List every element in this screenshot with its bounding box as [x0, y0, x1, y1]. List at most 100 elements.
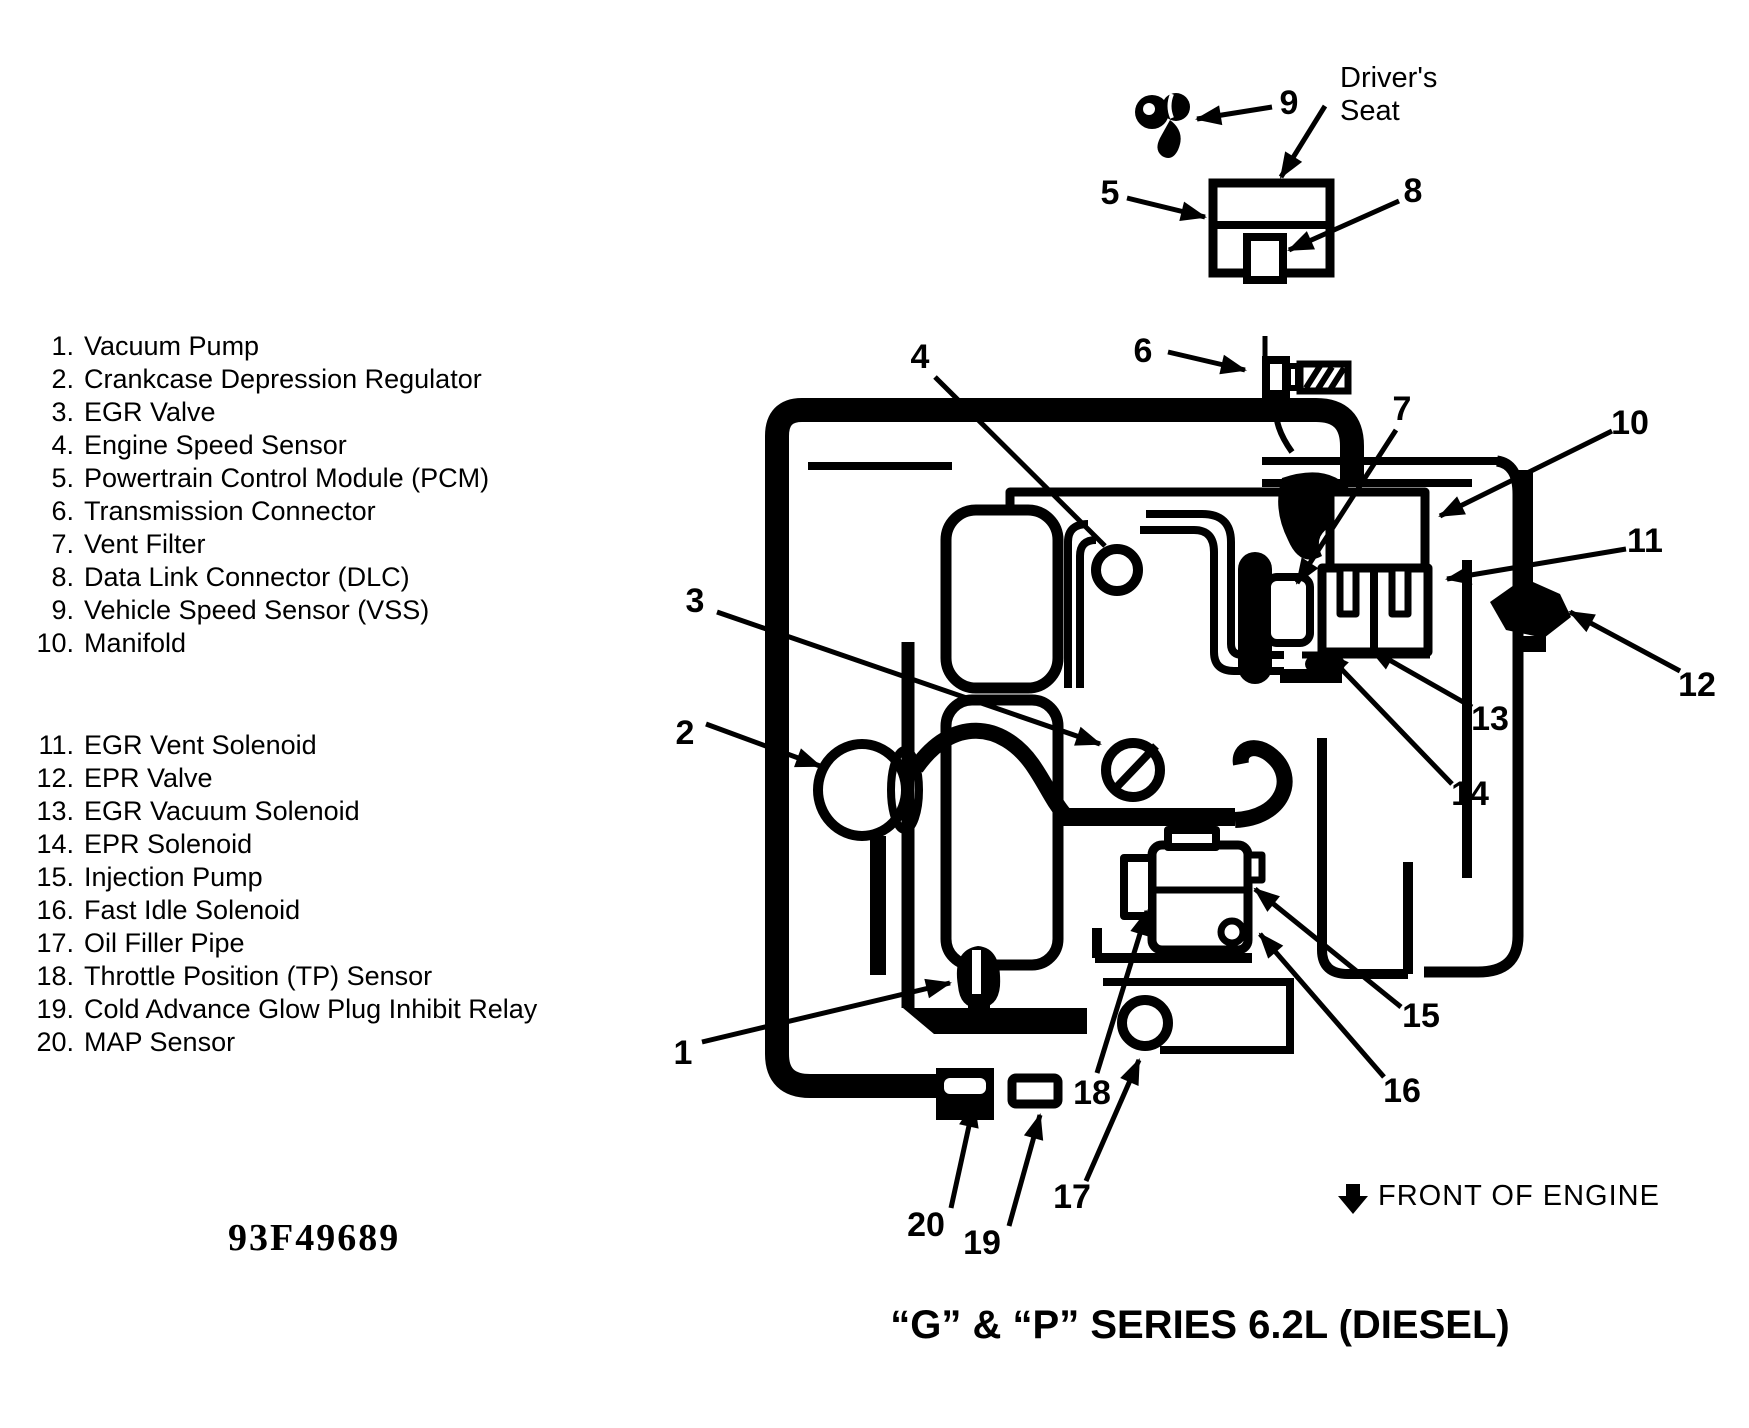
legend-item-label: Injection Pump	[84, 862, 263, 892]
legend-item-number: 4.	[51, 430, 74, 460]
legend-item-number: 9.	[51, 595, 74, 625]
legend-item: 5. Powertrain Control Module (PCM)	[30, 462, 489, 495]
legend-item-number: 12.	[36, 763, 74, 793]
legend-item: 4. Engine Speed Sensor	[30, 429, 489, 462]
epr-solenoid-shape	[1388, 564, 1412, 618]
map-sensor-shape	[944, 1078, 986, 1094]
legend-item-number: 15.	[36, 862, 74, 892]
legend-item-label: Crankcase Depression Regulator	[84, 364, 482, 394]
callout-9: 9	[1280, 84, 1299, 122]
legend-item-label: Throttle Position (TP) Sensor	[84, 961, 433, 991]
oil-filler-pipe-shape	[1117, 995, 1173, 1051]
front-of-engine-label: FRONT OF ENGINE	[1378, 1180, 1660, 1212]
legend-item-label: MAP Sensor	[84, 1027, 236, 1057]
legend-item: 13. EGR Vacuum Solenoid	[30, 795, 537, 828]
drivers-seat-inset	[1135, 93, 1335, 284]
legend-item: 3. EGR Valve	[30, 396, 489, 429]
glow-plug-relay-shape	[1007, 1073, 1063, 1109]
legend-item-number: 16.	[36, 895, 74, 925]
callout-6: 6	[1134, 332, 1153, 370]
callout-16: 16	[1383, 1072, 1421, 1110]
legend-item-label: EPR Solenoid	[84, 829, 253, 859]
callout-numbers: 1 2 3 4 5 6 7 8 9 10 11 12 13 14 15 16 1…	[674, 84, 1716, 1262]
legend-item: 10. Manifold	[30, 627, 489, 660]
legend-item: 14. EPR Solenoid	[30, 828, 537, 861]
callout-1: 1	[674, 1034, 693, 1072]
legend-item-label: Cold Advance Glow Plug Inhibit Relay	[84, 994, 538, 1024]
crankcase-regulator-shape	[813, 739, 923, 975]
callout-11: 11	[1627, 522, 1663, 560]
legend-item-number: 10.	[36, 628, 74, 658]
legend-item-number: 5.	[51, 463, 74, 493]
legend-item: 17. Oil Filler Pipe	[30, 927, 537, 960]
legend-item-number: 6.	[51, 496, 74, 526]
legend-item: 9. Vehicle Speed Sensor (VSS)	[30, 594, 489, 627]
fast-idle-solenoid-shape	[1217, 917, 1247, 947]
legend-item: 16. Fast Idle Solenoid	[30, 894, 537, 927]
legend-item-number: 19.	[36, 994, 74, 1024]
legend-item-label: EGR Vacuum Solenoid	[84, 796, 360, 826]
legend-item: 15. Injection Pump	[30, 861, 537, 894]
legend-item-label: EGR Vent Solenoid	[84, 730, 317, 760]
vacuum-hose	[1140, 526, 1284, 675]
callout-8: 8	[1404, 172, 1423, 210]
legend-item-label: Vehicle Speed Sensor (VSS)	[84, 595, 430, 625]
valve-cover-shape	[940, 504, 1064, 694]
legend-item-label: Fast Idle Solenoid	[84, 895, 301, 925]
legend-item-label: Powertrain Control Module (PCM)	[84, 463, 490, 493]
engine-speed-sensor-shape	[1091, 544, 1143, 596]
legend-item-label: Vent Filter	[84, 529, 206, 559]
callout-10: 10	[1611, 404, 1649, 442]
lower-housing-shape	[940, 694, 1064, 971]
data-link-connector-shape	[1243, 233, 1287, 284]
vacuum-pump-shape	[956, 946, 1001, 1017]
legend-item-label: Data Link Connector (DLC)	[84, 562, 410, 592]
seat-pointer-arrow	[1278, 104, 1328, 179]
callout-18: 18	[1073, 1074, 1111, 1112]
legend-item-number: 13.	[36, 796, 74, 826]
legend-item-number: 1.	[51, 331, 74, 361]
legend-item-label: Transmission Connector	[84, 496, 376, 526]
epr-valve-shape	[1490, 470, 1571, 652]
legend-list-components-11-20: 11. EGR Vent Solenoid 12. EPR Valve 13. …	[30, 729, 537, 1059]
callout-17: 17	[1053, 1178, 1091, 1216]
vacuum-hose	[1076, 536, 1097, 688]
legend-item-label: Manifold	[84, 628, 187, 658]
transmission-connector-shape	[1262, 336, 1352, 454]
legend-item-number: 17.	[36, 928, 74, 958]
tp-sensor-shape	[1120, 854, 1156, 920]
callout-arrows	[701, 104, 1682, 1227]
legend-item-number: 8.	[51, 562, 74, 592]
legend-item: 19. Cold Advance Glow Plug Inhibit Relay	[30, 993, 537, 1026]
callout-2: 2	[676, 714, 695, 752]
callout-19: 19	[963, 1224, 1001, 1262]
egr-vacuum-solenoid-shape	[1336, 564, 1360, 618]
figure-code: 93F49689	[228, 1217, 401, 1259]
legend-item: 12. EPR Valve	[30, 762, 537, 795]
legend-item-number: 14.	[36, 829, 74, 859]
mounting-bar	[903, 1008, 1087, 1034]
legend-item: 20. MAP Sensor	[30, 1026, 537, 1059]
page-title: “G” & “P” SERIES 6.2L (DIESEL)	[890, 1303, 1510, 1347]
legend-item-number: 7.	[51, 529, 74, 559]
manifold-bracket-shape	[1325, 487, 1430, 573]
callout-5: 5	[1101, 174, 1120, 212]
legend-item-label: EGR Valve	[84, 397, 216, 427]
front-of-engine-arrow-icon	[1338, 1184, 1368, 1214]
callout-12: 12	[1678, 666, 1716, 704]
legend-item: 1. Vacuum Pump	[30, 330, 489, 363]
egr-pipe-hook	[1232, 740, 1293, 828]
callout-4: 4	[911, 338, 930, 376]
legend-item-number: 2.	[51, 364, 74, 394]
vent-filter-shape	[1263, 573, 1314, 647]
callout-13: 13	[1471, 700, 1509, 738]
drivers-seat-label: Driver's Seat	[1340, 62, 1438, 127]
legend-item-label: Vacuum Pump	[84, 331, 260, 361]
legend-item: 18. Throttle Position (TP) Sensor	[30, 960, 537, 993]
legend-item-number: 20.	[36, 1027, 74, 1057]
callout-15: 15	[1402, 997, 1440, 1035]
callout-20: 20	[907, 1206, 945, 1244]
legend-item-number: 11.	[38, 730, 74, 760]
